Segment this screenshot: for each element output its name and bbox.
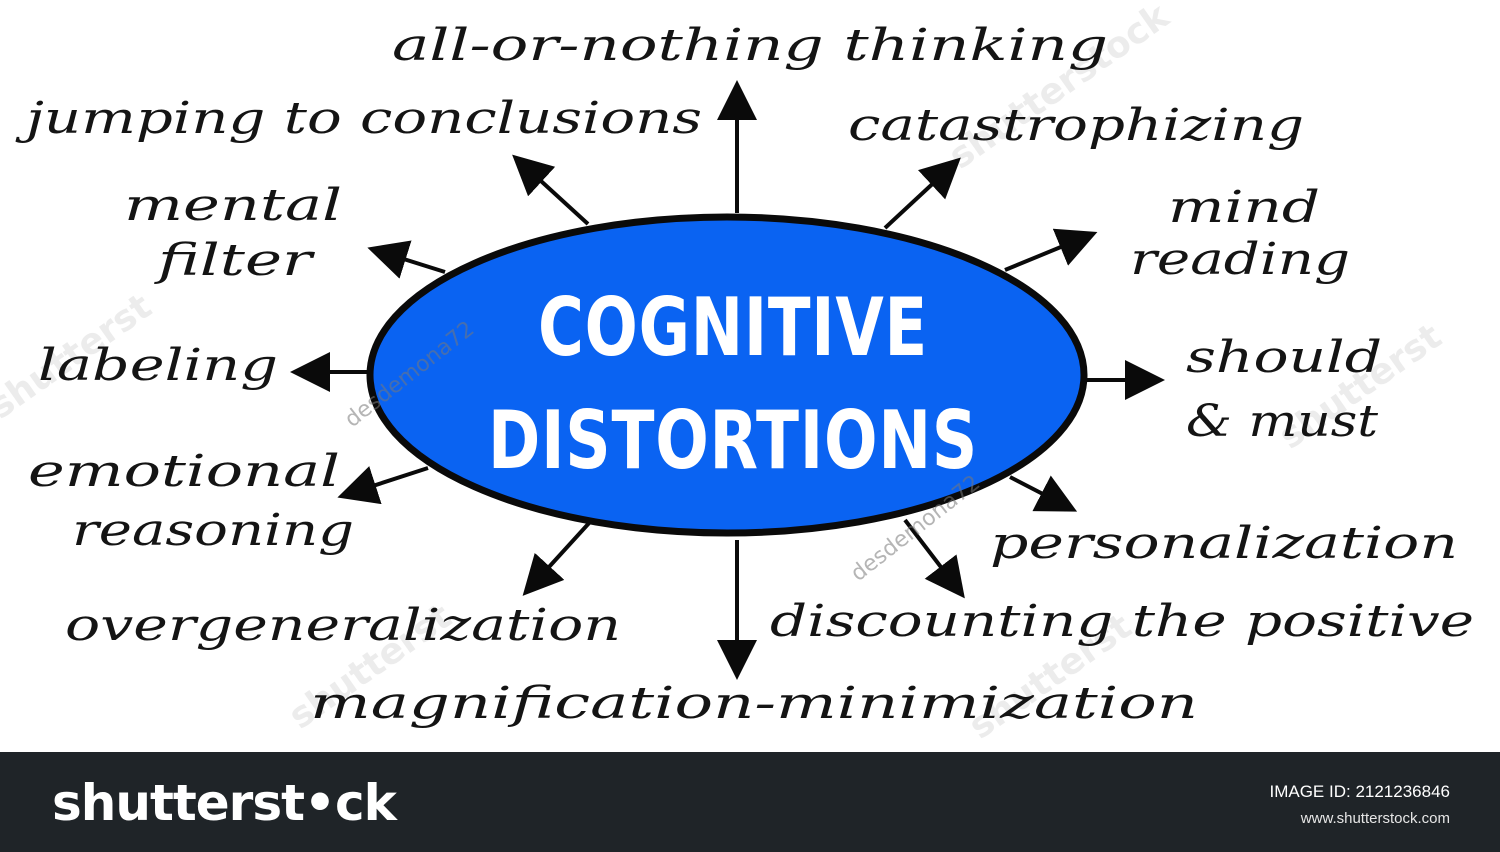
label-text: should xyxy=(1186,332,1382,383)
arrow-overgeneralization xyxy=(522,520,592,596)
label-text: overgeneralization xyxy=(65,600,621,651)
arrow-personalization xyxy=(1009,475,1078,512)
cognitive-distortions-diagram: shutterstock shutterst shutterst shutter… xyxy=(0,0,1474,747)
label-text: jumping to conclusions xyxy=(14,93,702,144)
center-ellipse xyxy=(366,213,1088,537)
label-text: mental xyxy=(124,180,342,231)
stock-footer-bar: shutterst•ck IMAGE ID: 2121236846 www.sh… xyxy=(0,752,1500,852)
label-all-or-nothing: all-or-nothing thinking xyxy=(392,20,1108,71)
image-id-label: IMAGE ID: 2121236846 xyxy=(1269,782,1450,801)
label-catastrophizing: catastrophizing xyxy=(848,100,1304,151)
arrow-discounting xyxy=(903,518,965,599)
label-mind-reading: mind reading xyxy=(1130,182,1350,285)
label-labeling: labeling xyxy=(38,340,278,391)
label-text: personalization xyxy=(990,518,1458,569)
label-personalization: personalization xyxy=(990,518,1458,569)
arrow-mental-filter xyxy=(367,240,446,279)
label-text: catastrophizing xyxy=(848,100,1304,151)
arrow-catastrophizing xyxy=(883,157,961,230)
arrow-jumping xyxy=(512,154,590,226)
label-text: & must xyxy=(1186,396,1378,447)
label-text: labeling xyxy=(38,340,278,391)
label-overgeneralization: overgeneralization xyxy=(65,600,621,651)
arrow-mind-reading xyxy=(1004,228,1098,272)
label-text: filter xyxy=(154,235,316,286)
label-discounting: discounting the positive xyxy=(770,596,1474,647)
arrow-emotional-reasoning xyxy=(337,466,429,505)
center-title-line1: COGNITIVE xyxy=(538,281,928,374)
label-should-must: should & must xyxy=(1186,332,1382,447)
label-text: magnification-minimization xyxy=(310,678,1198,729)
diagram-canvas: shutterstock shutterst shutterst shutter… xyxy=(0,0,1474,748)
label-emotional-reasoning: emotional reasoning xyxy=(28,446,354,556)
label-magnification: magnification-minimization xyxy=(310,678,1198,729)
label-text: reasoning xyxy=(72,505,354,556)
label-text: emotional xyxy=(28,446,340,497)
label-text: reading xyxy=(1130,234,1350,285)
label-mental-filter: mental filter xyxy=(124,180,342,286)
label-text: mind xyxy=(1168,182,1320,233)
label-jumping: jumping to conclusions xyxy=(14,93,702,144)
site-url-link[interactable]: www.shutterstock.com xyxy=(1300,810,1450,827)
center-title-line2: DISTORTIONS xyxy=(488,394,978,487)
label-text: discounting the positive xyxy=(770,596,1474,647)
arrows-group xyxy=(290,80,1165,680)
label-text: all-or-nothing thinking xyxy=(392,20,1108,71)
shutterstock-logo[interactable]: shutterst•ck xyxy=(52,774,397,832)
